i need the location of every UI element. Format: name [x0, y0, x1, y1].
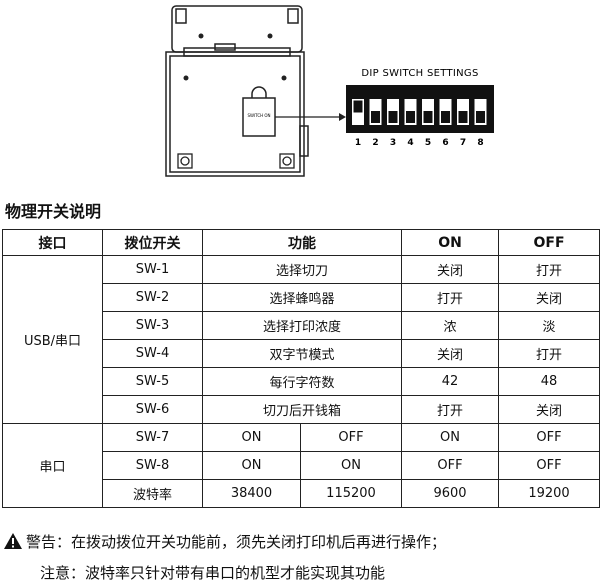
function-cell: 选择打印浓度 — [202, 311, 402, 340]
dip-switch-bank — [352, 99, 487, 125]
dip-switch-knob-6 — [441, 111, 450, 123]
dip-switch-number: 4 — [407, 138, 413, 148]
on-cell: 打开 — [401, 395, 499, 424]
warning-text: 警告：在拨动拨位开关功能前，须先关闭打印机后再进行操作； — [26, 533, 447, 551]
table-row: 串口 SW-7 ON OFF ON OFF — [2, 423, 600, 508]
table-header-row: 接口 拨位开关 功能 ON OFF — [2, 229, 600, 256]
dip-switch-knob-1 — [353, 100, 363, 113]
function-cell-b: 115200 — [300, 479, 402, 508]
dip-switch-knob-2 — [371, 111, 380, 123]
off-cell: 19200 — [498, 479, 600, 508]
function-cell: 切刀后开钱箱 — [202, 395, 402, 424]
off-cell: 关闭 — [498, 395, 600, 424]
dip-settings-table: 接口 拨位开关 功能 ON OFF USB/串口 SW-1 选择切刀 关闭 打开… — [2, 229, 600, 508]
table-row: SW-3 选择打印浓度 浓 淡 — [3, 311, 600, 340]
off-cell: OFF — [498, 451, 600, 480]
dip-switch-number: 2 — [372, 138, 378, 148]
switch-cell: SW-5 — [102, 367, 203, 396]
switch-cell: SW-1 — [102, 255, 203, 284]
warning-icon — [4, 533, 22, 549]
dip-switch-number: 6 — [442, 138, 448, 148]
warning-line: 警告：在拨动拨位开关功能前，须先关闭打印机后再进行操作； — [4, 531, 446, 552]
switch-cell: SW-8 — [102, 451, 203, 480]
section-title: 物理开关说明 — [5, 202, 102, 221]
function-cell: 每行字符数 — [202, 367, 402, 396]
dip-switch-knob-5 — [423, 111, 433, 123]
dip-switch-knob-8 — [476, 111, 485, 123]
function-cell-b: OFF — [300, 423, 402, 452]
on-cell: 打开 — [401, 283, 499, 312]
table-row: 波特率 38400 115200 9600 19200 — [3, 479, 600, 508]
note-line: 注意：波特率只针对带有串口的机型才能实现其功能 — [4, 562, 385, 583]
interface-cell: USB/串口 — [2, 255, 103, 424]
table-row: SW-8 ON ON OFF OFF — [3, 451, 600, 480]
on-cell: 9600 — [401, 479, 499, 508]
on-cell: 42 — [401, 367, 499, 396]
switch-cell: SW-2 — [102, 283, 203, 312]
dip-switch-number: 1 — [355, 138, 361, 148]
function-cell-a: 38400 — [202, 479, 301, 508]
off-cell: 淡 — [498, 311, 600, 340]
on-cell: OFF — [401, 451, 499, 480]
dip-switch-knob-7 — [458, 111, 468, 123]
function-cell: 选择蜂鸣器 — [202, 283, 402, 312]
header-on: ON — [401, 229, 499, 256]
function-cell-a: ON — [202, 451, 301, 480]
header-switch: 拨位开关 — [102, 229, 203, 256]
dip-switch-numbers: 1 2 3 4 5 6 7 8 — [355, 138, 484, 148]
dip-switch-number: 3 — [390, 138, 396, 148]
off-cell: 关闭 — [498, 283, 600, 312]
table-row: SW-2 选择蜂鸣器 打开 关闭 — [3, 283, 600, 312]
on-cell: ON — [401, 423, 499, 452]
dip-switch-knob-4 — [406, 111, 415, 123]
header-off: OFF — [498, 229, 600, 256]
off-cell: 打开 — [498, 255, 600, 284]
dip-switch-number: 8 — [477, 138, 483, 148]
table-row: SW-4 双字节模式 关闭 打开 — [3, 339, 600, 368]
switch-cell: SW-3 — [102, 311, 203, 340]
function-cell: 双字节模式 — [202, 339, 402, 368]
switch-cell: 波特率 — [102, 479, 203, 508]
note-text: 注意：波特率只针对带有串口的机型才能实现其功能 — [40, 564, 386, 582]
dip-switch-number: 5 — [425, 138, 431, 148]
function-cell-b: ON — [300, 451, 402, 480]
module-label: SWITCH ON — [247, 113, 270, 118]
header-interface: 接口 — [2, 229, 103, 256]
table-row: USB/串口 SW-1 选择切刀 关闭 打开 — [2, 255, 600, 424]
switch-cell: SW-6 — [102, 395, 203, 424]
on-cell: 浓 — [401, 311, 499, 340]
printer-dip-diagram: SWITCH ON DIP SWITCH SETTINGS 1 2 3 4 5 6 7 8 — [165, 5, 494, 177]
interface-cell: 串口 — [2, 423, 103, 508]
table-row: SW-5 每行字符数 42 48 — [3, 367, 600, 396]
header-function: 功能 — [202, 229, 402, 256]
off-cell: 打开 — [498, 339, 600, 368]
dip-switch-heading: DIP SWITCH SETTINGS — [361, 68, 478, 79]
function-cell: 选择切刀 — [202, 255, 402, 284]
table-row: SW-6 切刀后开钱箱 打开 关闭 — [3, 395, 600, 424]
off-cell: 48 — [498, 367, 600, 396]
dip-switch-number: 7 — [460, 138, 466, 148]
switch-cell: SW-7 — [102, 423, 203, 452]
on-cell: 关闭 — [401, 339, 499, 368]
off-cell: OFF — [498, 423, 600, 452]
dip-switch-knob-3 — [388, 111, 398, 123]
on-cell: 关闭 — [401, 255, 499, 284]
switch-cell: SW-4 — [102, 339, 203, 368]
function-cell-a: ON — [202, 423, 301, 452]
